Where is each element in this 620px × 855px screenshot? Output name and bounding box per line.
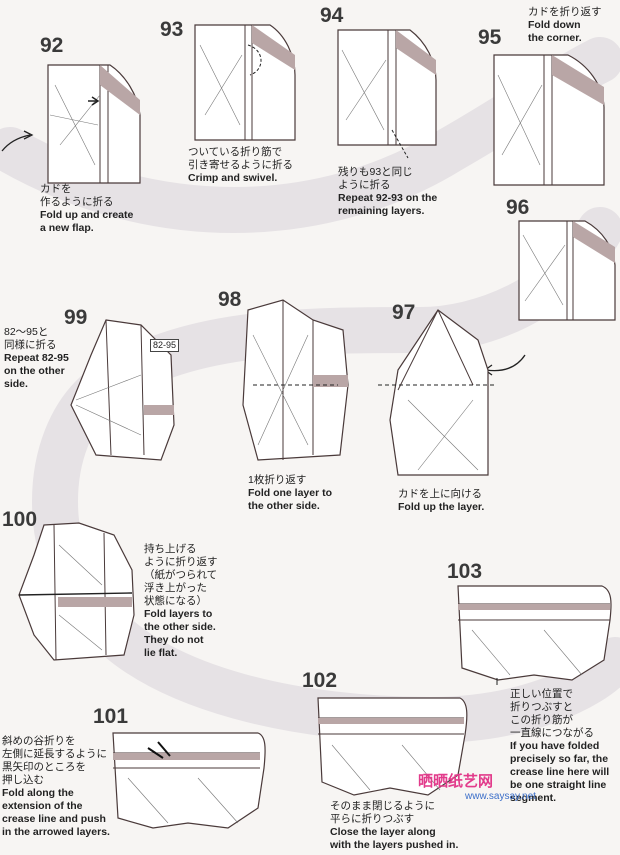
step-99-figure — [66, 315, 186, 465]
step-93-number: 93 — [160, 18, 183, 42]
step-102-en-1: Close the layer along — [330, 826, 458, 839]
step-93-figure — [190, 15, 300, 145]
step-92-jp-2: 作るように折る — [40, 196, 133, 209]
step-101-en-1: Fold along the — [2, 787, 110, 800]
step-102-en-2: with the layers pushed in. — [330, 839, 458, 852]
step-95-figure — [488, 45, 613, 190]
step-92-jp-1: カドを — [40, 183, 133, 196]
step-94-en-2: remaining layers. — [338, 205, 437, 218]
step-100-en-1: Fold layers to — [144, 608, 218, 621]
step-98-figure — [228, 295, 358, 470]
step-100-jp-4: 浮き上がった — [144, 582, 218, 595]
step-99-en-2: on the other — [4, 365, 69, 378]
step-100-figure — [14, 515, 139, 665]
step-95-jp-1: カドを折り返す — [528, 6, 602, 19]
step-100-en-2: the other side. — [144, 621, 218, 634]
step-92-en-2: a new flap. — [40, 222, 133, 235]
step-94-jp-1: 残りも93と同じ — [338, 166, 437, 179]
step-103-en-2: precisely so far, the — [510, 753, 609, 766]
step-98-en-1: Fold one layer to — [248, 487, 332, 500]
step-94-en-1: Repeat 92-93 on the — [338, 192, 437, 205]
step-94-caption: 残りも93と同じ ように折る Repeat 92-93 on the remai… — [338, 166, 437, 218]
step-101-caption: 斜めの谷折りを 左側に延長するように 黒矢印のところを 押し込む Fold al… — [2, 735, 110, 839]
step-98-en-2: the other side. — [248, 500, 332, 513]
step-101-en-3: crease line and push — [2, 813, 110, 826]
step-94-figure — [330, 20, 450, 160]
step-100-jp-1: 持ち上げる — [144, 543, 218, 556]
step-101-number: 101 — [93, 705, 128, 729]
step-92-caption: カドを 作るように折る Fold up and create a new fla… — [40, 183, 133, 235]
step-103-en-1: If you have folded — [510, 740, 609, 753]
step-101-en-2: extension of the — [2, 800, 110, 813]
step-97-figure — [378, 300, 498, 485]
step-100-en-3: They do not — [144, 634, 218, 647]
step-97-caption: カドを上に向ける Fold up the layer. — [398, 488, 484, 514]
step-99-jp-2: 同様に折る — [4, 339, 69, 352]
step-101-jp-1: 斜めの谷折りを — [2, 735, 110, 748]
step-100-en-4: lie flat. — [144, 647, 218, 660]
step-101-jp-4: 押し込む — [2, 774, 110, 787]
watermark-name: 晒晒纸艺网 — [418, 770, 493, 791]
step-101-en-4: in the arrowed layers. — [2, 826, 110, 839]
step-93-jp-2: 引き寄せるように折る — [188, 159, 293, 172]
step-100-jp-3: （紙がつられて — [144, 569, 218, 582]
step-101-jp-3: 黒矢印のところを — [2, 761, 110, 774]
watermark-url: www.saysay.net — [465, 791, 536, 802]
step-103-jp-1: 正しい位置で — [510, 688, 609, 701]
step-99-jp-1: 82～95と — [4, 326, 69, 339]
step-93-jp-1: ついている折り筋で — [188, 146, 293, 159]
step-101-figure — [108, 728, 268, 833]
step-96-figure — [515, 215, 620, 325]
step-93-caption: ついている折り筋で 引き寄せるように折る Crimp and swivel. — [188, 146, 293, 185]
step-103-caption: 正しい位置で 折りつぶすと この折り筋が 一直線につながる If you hav… — [510, 688, 609, 805]
step-102-jp-1: そのまま閉じるように — [330, 800, 458, 813]
step-95-en-2: the corner. — [528, 32, 602, 45]
step-100-jp-5: 状態になる） — [144, 595, 218, 608]
step-103-jp-2: 折りつぶすと — [510, 701, 609, 714]
step-99-caption: 82～95と 同様に折る Repeat 82-95 on the other s… — [4, 326, 69, 391]
step-95-en-1: Fold down — [528, 19, 602, 32]
step-102-jp-2: 平らに折りつぶす — [330, 813, 458, 826]
step-94-jp-2: ように折る — [338, 179, 437, 192]
step-93-en-1: Crimp and swivel. — [188, 172, 293, 185]
step-103-jp-3: この折り筋が — [510, 714, 609, 727]
step-97-jp-1: カドを上に向ける — [398, 488, 484, 501]
step-103-jp-4: 一直線につながる — [510, 727, 609, 740]
step-98-jp-1: 1枚折り返す — [248, 474, 332, 487]
step-99-en-1: Repeat 82-95 — [4, 352, 69, 365]
step-102-caption: そのまま閉じるように 平らに折りつぶす Close the layer alon… — [330, 800, 458, 852]
step-99-ref-box: 82-95 — [150, 339, 179, 352]
step-97-en-1: Fold up the layer. — [398, 501, 484, 514]
step-103-figure — [452, 580, 617, 685]
step-92-figure — [0, 55, 150, 185]
step-95-caption: カドを折り返す Fold down the corner. — [528, 6, 602, 45]
step-101-jp-2: 左側に延長するように — [2, 748, 110, 761]
step-103-en-3: crease line here will — [510, 766, 609, 779]
step-92-en-1: Fold up and create — [40, 209, 133, 222]
step-100-jp-2: ように折り返す — [144, 556, 218, 569]
step-98-caption: 1枚折り返す Fold one layer to the other side. — [248, 474, 332, 513]
step-100-caption: 持ち上げる ように折り返す （紙がつられて 浮き上がった 状態になる） Fold… — [144, 543, 218, 660]
step-99-en-3: side. — [4, 378, 69, 391]
